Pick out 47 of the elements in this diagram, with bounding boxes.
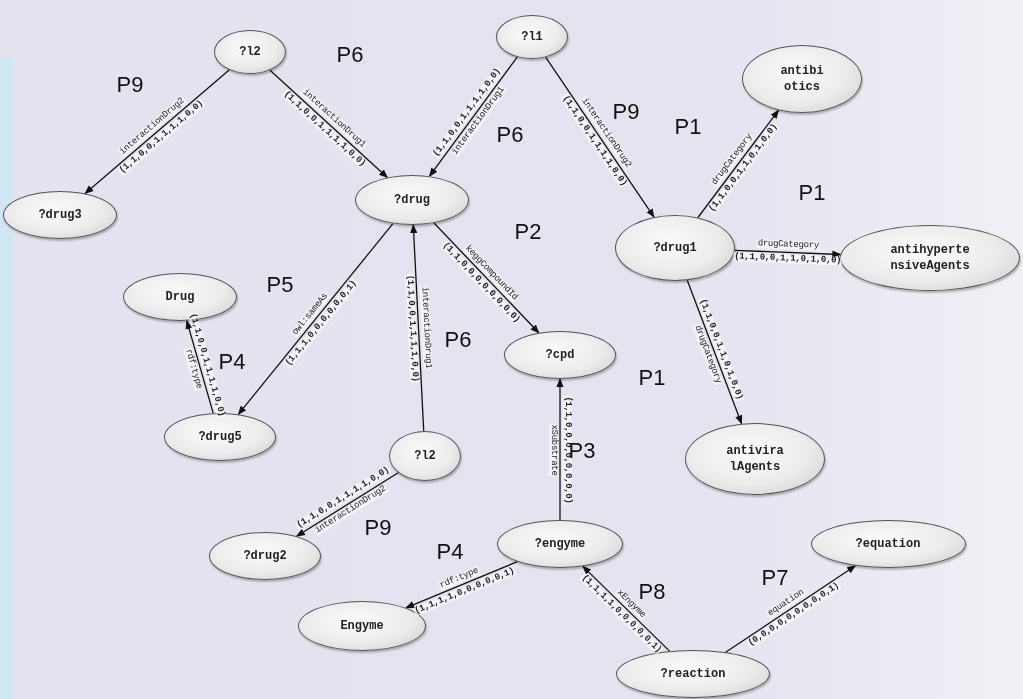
pattern-label: P1 [638, 367, 666, 389]
arrow [84, 69, 230, 195]
variable-ellipse [214, 30, 286, 74]
variable-ellipse [389, 431, 461, 481]
arrow [734, 249, 842, 258]
weight-vector: (1,1,0,0,1,1,0,1,0,0) [732, 252, 843, 267]
node-label: Engyme [339, 617, 385, 635]
pattern-label: P9 [116, 74, 144, 96]
pattern-label: P2 [514, 221, 542, 243]
weight-vector: (1,1,0,0,0,0,0,0,0,0) [562, 394, 572, 505]
arrow [410, 224, 425, 432]
node-label: ?reaction [659, 665, 727, 683]
node-label: antihyperte nsiveAgents [889, 241, 971, 275]
edge-label: xSubstrate [548, 423, 558, 476]
node-label: ?drug3 [37, 206, 83, 224]
arrow [724, 565, 857, 653]
edge-label: drugCategory [756, 239, 820, 252]
variable-ellipse [209, 532, 321, 580]
pattern-label: P1 [674, 116, 702, 138]
node-label: ?l1 [520, 28, 544, 46]
arrow [185, 319, 214, 414]
node-label: antibi otics [779, 62, 825, 96]
arrow [686, 279, 743, 425]
node-label: ?drug2 [242, 547, 288, 565]
variable-ellipse [504, 331, 616, 379]
pattern-label: P1 [798, 182, 826, 204]
node-label: ?drug5 [197, 428, 243, 446]
edge-label: interactionDrug1 [418, 285, 433, 370]
arrow [405, 561, 518, 609]
node-label: ?equation [854, 535, 922, 553]
node-label: ?drug1 [652, 239, 698, 257]
pattern-label: P4 [436, 541, 464, 563]
arrow [295, 472, 399, 537]
arrow [269, 69, 388, 179]
node-label: ?engyme [533, 535, 587, 553]
arrow [556, 378, 564, 521]
node-label: ?l2 [413, 447, 437, 465]
weight-vector: (1,1,0,0,1,1,1,1,0,0) [404, 273, 419, 384]
pattern-label: P6 [444, 329, 472, 351]
pattern-label: P6 [336, 44, 364, 66]
node-label: antivira lAgents [725, 442, 785, 476]
node-label: ?drug [393, 191, 431, 209]
node-label: ?l2 [238, 43, 262, 61]
variable-ellipse [496, 15, 568, 59]
node-label: Drug [164, 288, 196, 306]
arrow [697, 109, 780, 219]
node-label: ?cpd [544, 346, 576, 364]
